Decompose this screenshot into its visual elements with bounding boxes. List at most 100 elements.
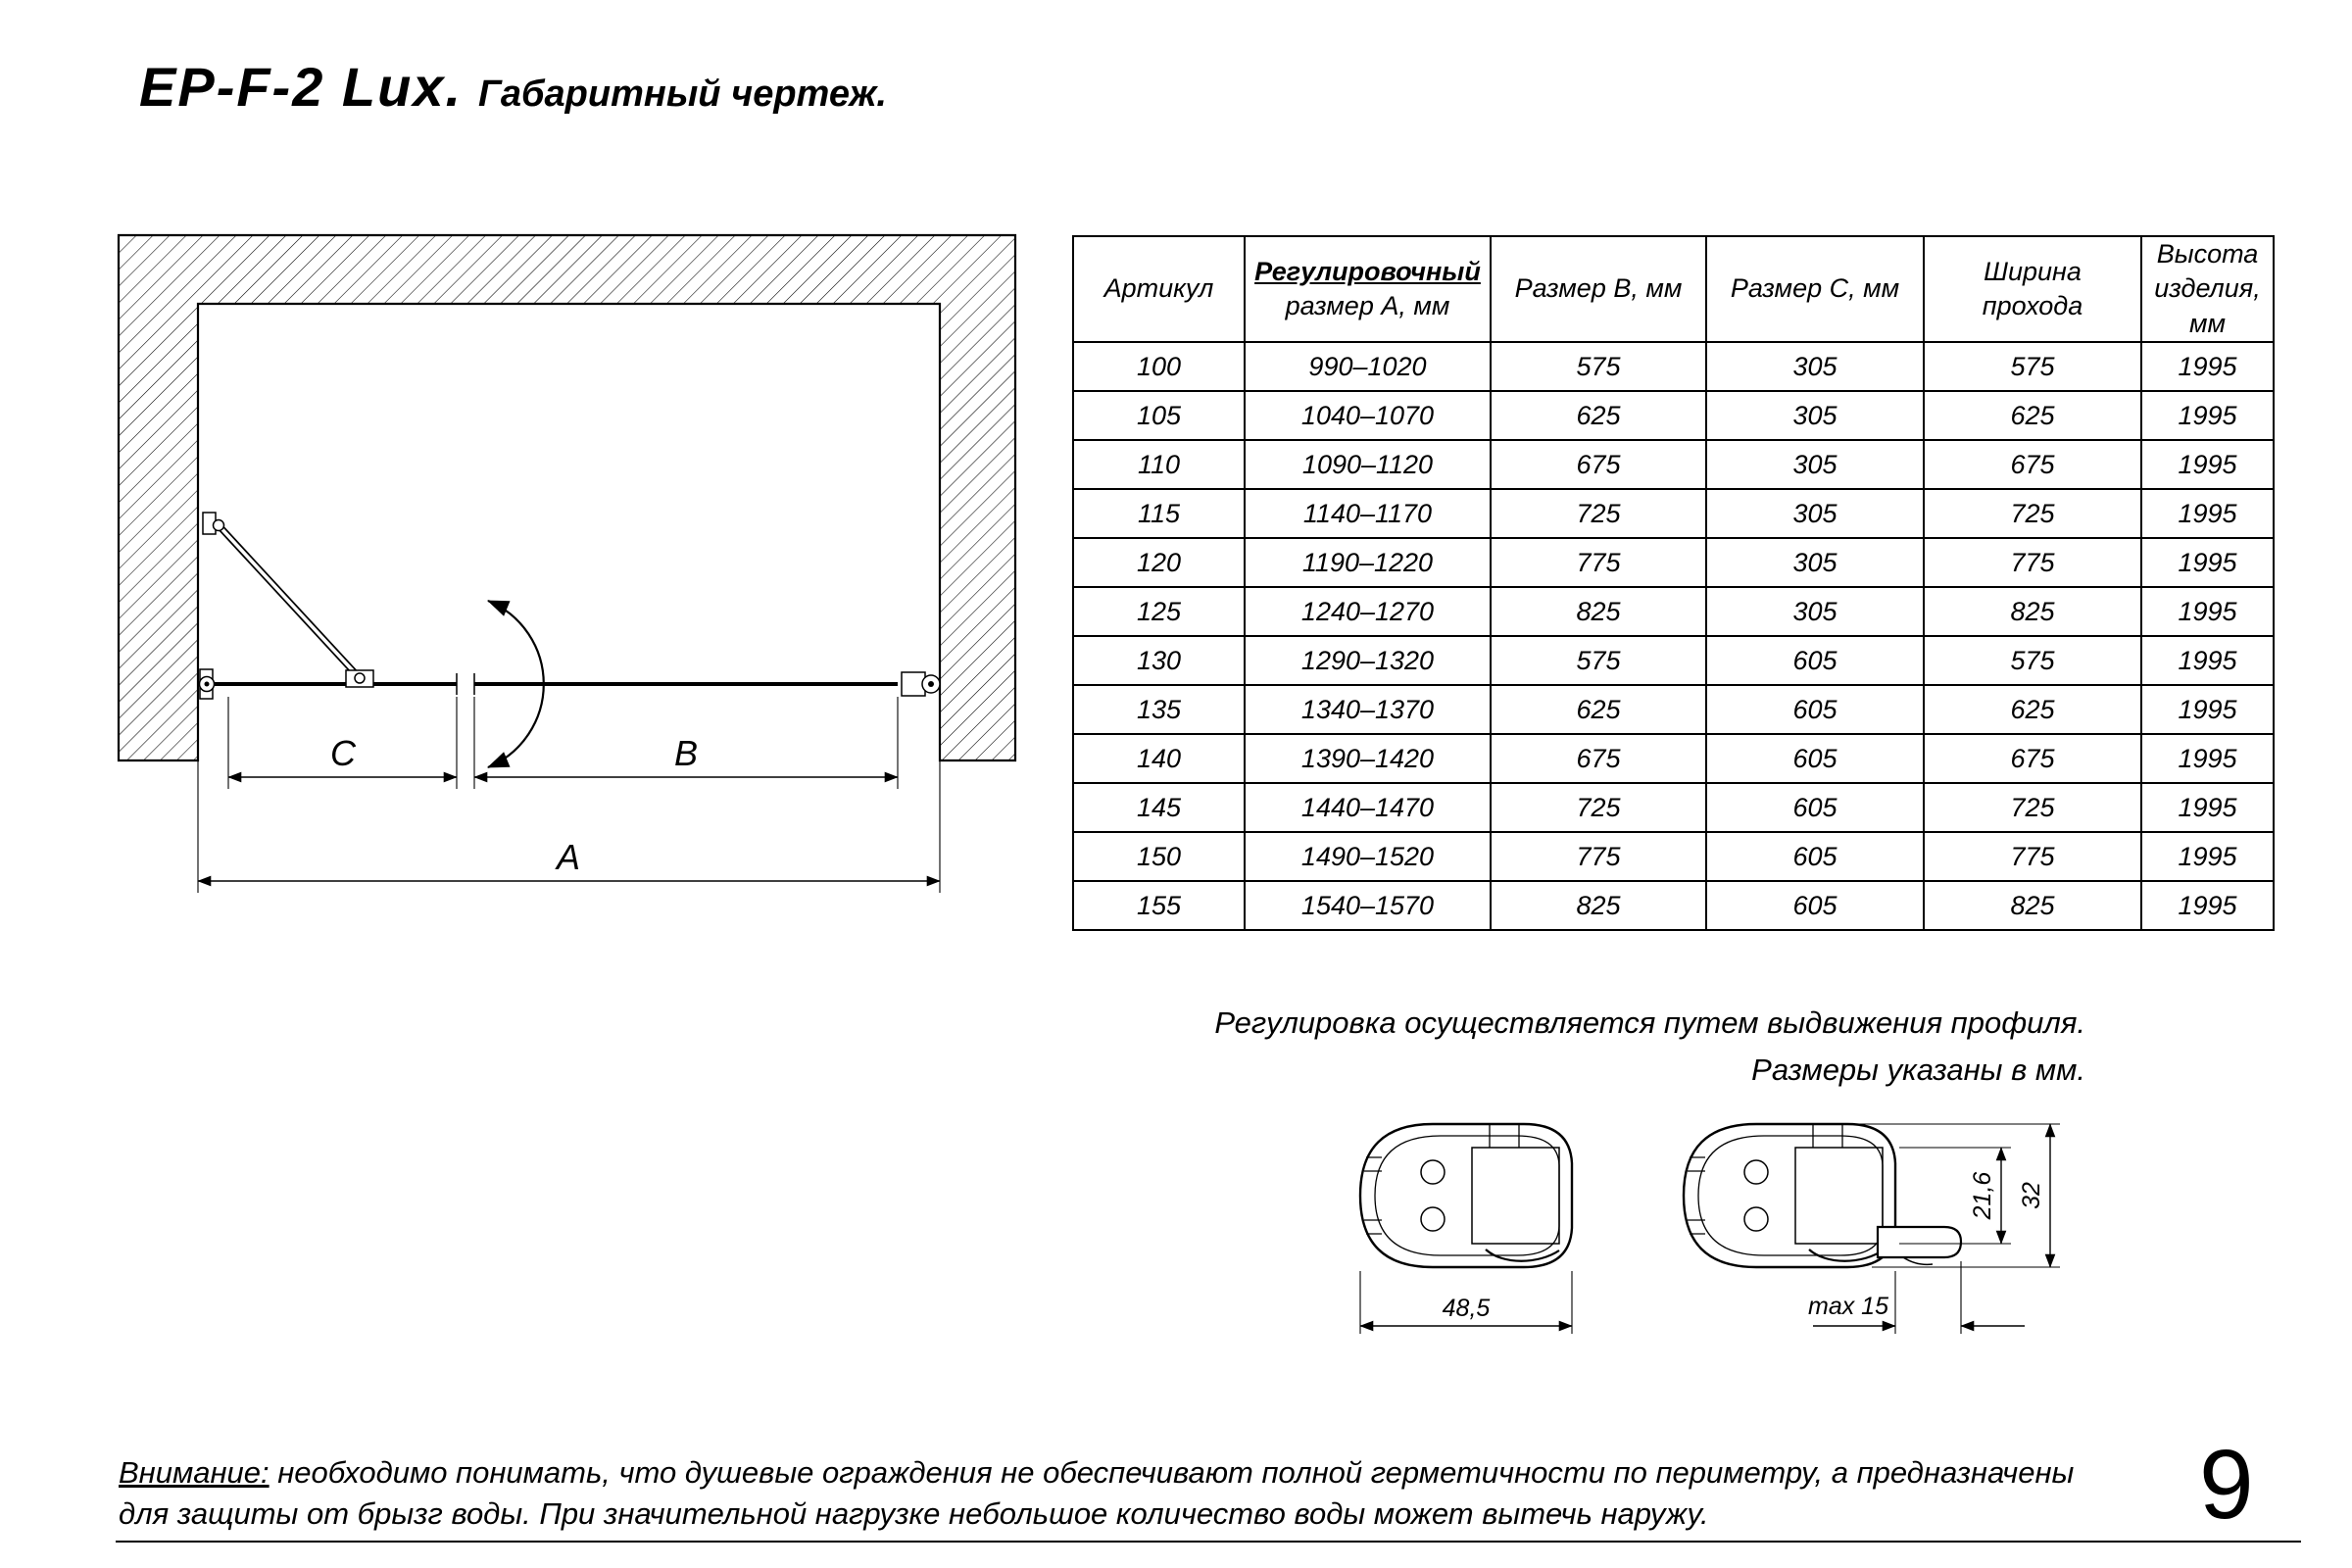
dimension-drawing: C B A	[117, 233, 1017, 893]
table-cell: 605	[1705, 635, 1925, 686]
profile-witness-lines	[1359, 1123, 2060, 1334]
profile-dimension-lines	[1359, 1123, 2056, 1332]
table-cell: 1995	[2140, 782, 2275, 833]
table-cell: 305	[1705, 439, 1925, 490]
table-cell: 575	[1923, 341, 2142, 392]
warning-note: Внимание: необходимо понимать, что душев…	[119, 1452, 2074, 1535]
table-cell: 625	[1923, 684, 2142, 735]
support-brace	[202, 512, 374, 688]
table-cell: 120	[1072, 537, 1246, 588]
table-cell: 1440–1470	[1244, 782, 1492, 833]
table-cell: 1240–1270	[1244, 586, 1492, 637]
table-cell: 1140–1170	[1244, 488, 1492, 539]
profile-dim-travel: max 15	[1808, 1293, 1888, 1320]
table-cell: 1540–1570	[1244, 880, 1492, 931]
table-cell: 1040–1070	[1244, 390, 1492, 441]
table-cell: 775	[1923, 537, 2142, 588]
table-cell: 825	[1923, 880, 2142, 931]
table-cell: 125	[1072, 586, 1246, 637]
table-cell: 605	[1705, 880, 1925, 931]
table-cell: 675	[1923, 733, 2142, 784]
table-cell: 305	[1705, 586, 1925, 637]
table-cell: 1290–1320	[1244, 635, 1492, 686]
page-title: EP-F-2 Lux. Габаритный чертеж.	[139, 55, 887, 119]
table-cell: 145	[1072, 782, 1246, 833]
table-cell: 105	[1072, 390, 1246, 441]
table-cell: 1995	[2140, 684, 2275, 735]
table-cell: 155	[1072, 880, 1246, 931]
left-wall-profile	[198, 668, 216, 700]
table-cell: 305	[1705, 390, 1925, 441]
table-cell: 575	[1490, 341, 1707, 392]
table-cell: 725	[1923, 488, 2142, 539]
profile-dim-outer-height: 32	[2018, 1182, 2045, 1209]
column-header: Артикул	[1072, 235, 1246, 343]
table-cell: 1090–1120	[1244, 439, 1492, 490]
warning-line-2: для защиты от брызг воды. При значительн…	[119, 1496, 1709, 1531]
profile-section	[1358, 1122, 1574, 1269]
table-cell: 1995	[2140, 880, 2275, 931]
table-cell: 725	[1490, 488, 1707, 539]
adjustment-note: Регулировка осуществляется путем выдвиже…	[1214, 1000, 2085, 1094]
table-cell: 990–1020	[1244, 341, 1492, 392]
table-cell: 1190–1220	[1244, 537, 1492, 588]
column-header: Размер C, мм	[1705, 235, 1925, 343]
table-cell: 825	[1490, 880, 1707, 931]
table-cell: 1995	[2140, 586, 2275, 637]
profile-dim-inner-height: 21,6	[1969, 1172, 1996, 1221]
table-cell: 305	[1705, 488, 1925, 539]
page-number: 9	[2199, 1430, 2254, 1540]
dim-label-b: B	[674, 733, 698, 773]
footer-rule	[116, 1541, 2301, 1543]
table-cell: 1995	[2140, 439, 2275, 490]
table-cell: 1995	[2140, 635, 2275, 686]
adjustable-extension	[1876, 1225, 1963, 1259]
table-cell: 1995	[2140, 390, 2275, 441]
table-cell: 675	[1490, 733, 1707, 784]
profile-drawings: 48,5 max 15 21,6 32	[1358, 1122, 2060, 1334]
table-cell: 1390–1420	[1244, 733, 1492, 784]
table-cell: 775	[1490, 831, 1707, 882]
table-cell: 575	[1490, 635, 1707, 686]
table-cell: 1995	[2140, 733, 2275, 784]
gasket-lip	[1902, 1256, 1934, 1266]
table-cell: 775	[1490, 537, 1707, 588]
table-cell: 605	[1705, 782, 1925, 833]
note-line-1: Регулировка осуществляется путем выдвиже…	[1214, 1005, 2085, 1040]
table-cell: 1340–1370	[1244, 684, 1492, 735]
table-cell: 100	[1072, 341, 1246, 392]
table-cell: 725	[1923, 782, 2142, 833]
dimension-lines	[197, 771, 941, 887]
warning-line-1: Внимание: необходимо понимать, что душев…	[119, 1452, 2074, 1494]
profile-dim-width: 48,5	[1443, 1295, 1491, 1322]
table-cell: 1995	[2140, 488, 2275, 539]
table-cell: 1490–1520	[1244, 831, 1492, 882]
table-cell: 625	[1490, 684, 1707, 735]
table-cell: 1995	[2140, 831, 2275, 882]
table-cell: 135	[1072, 684, 1246, 735]
table-cell: 825	[1923, 586, 2142, 637]
right-wall-profile	[901, 671, 941, 697]
table-cell: 775	[1923, 831, 2142, 882]
table-cell: 130	[1072, 635, 1246, 686]
note-line-2: Размеры указаны в мм.	[1751, 1053, 2085, 1087]
table-cell: 625	[1490, 390, 1707, 441]
warning-label: Внимание:	[119, 1455, 270, 1490]
table-cell: 825	[1490, 586, 1707, 637]
table-cell: 675	[1923, 439, 2142, 490]
column-header: Размер B, мм	[1490, 235, 1707, 343]
table-cell: 305	[1705, 537, 1925, 588]
table-cell: 115	[1072, 488, 1246, 539]
table-cell: 305	[1705, 341, 1925, 392]
table-cell: 1995	[2140, 537, 2275, 588]
table-cell: 675	[1490, 439, 1707, 490]
